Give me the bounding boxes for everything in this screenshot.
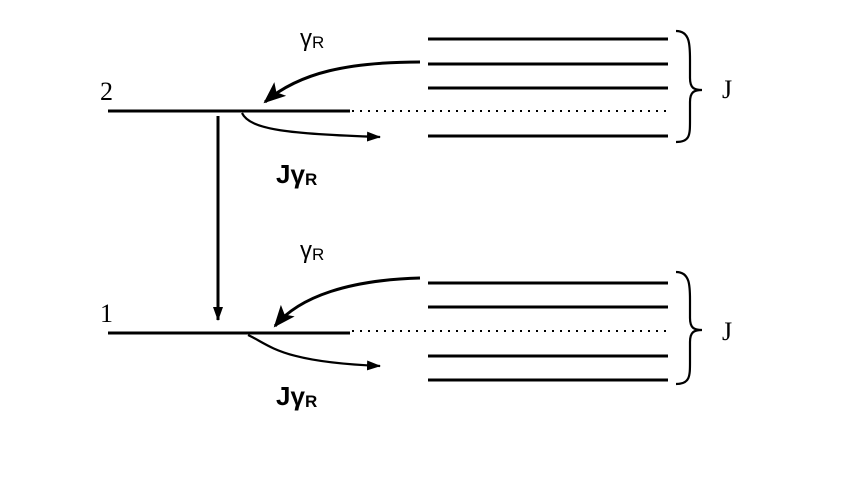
upper-j-gamma-label: JγR <box>276 159 317 189</box>
upper-outgoing-arrow <box>241 112 381 142</box>
upper-level-group: 2 J γR JγR <box>100 25 732 189</box>
lower-level-group: 1 J γR JγR <box>100 237 732 411</box>
lower-group-label: J <box>722 317 732 346</box>
level-1-label: 1 <box>100 299 113 328</box>
lower-incoming-arrow <box>273 276 421 328</box>
level-2-label: 2 <box>100 77 113 106</box>
lower-outgoing-arrow <box>247 333 381 371</box>
upper-brace <box>675 29 703 144</box>
upper-group-label: J <box>722 75 732 104</box>
upper-incoming-arrow <box>263 60 421 104</box>
lower-gamma-label: γR <box>300 237 324 264</box>
lower-brace <box>675 270 703 386</box>
upper-gamma-label: γR <box>300 25 324 52</box>
lower-j-gamma-label: JγR <box>276 381 317 411</box>
